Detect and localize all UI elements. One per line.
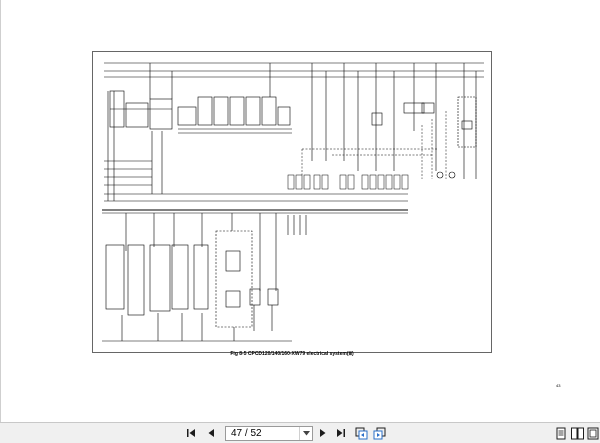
viewer-toolbar: 47 / 52: [0, 422, 600, 443]
chevron-down-icon[interactable]: [299, 427, 312, 440]
previous-page-icon[interactable]: [204, 426, 218, 440]
double-page-view-icon[interactable]: [570, 426, 584, 440]
go-back-icon[interactable]: [354, 426, 368, 440]
page-number-select[interactable]: 47 / 52: [225, 426, 313, 441]
last-page-icon[interactable]: [334, 426, 348, 440]
document-page: Fig 8-5 CPCD120/140/160-XW79 electrical …: [0, 0, 561, 422]
fit-page-icon[interactable]: [586, 426, 600, 440]
page-indicator: 47 / 52: [231, 428, 262, 439]
go-forward-icon[interactable]: [372, 426, 386, 440]
page-number: 43: [556, 383, 561, 388]
next-page-icon[interactable]: [316, 426, 330, 440]
schematic-frame: [92, 51, 492, 353]
electrical-schematic: [92, 51, 492, 353]
figure-caption: Fig 8-5 CPCD120/140/160-XW79 electrical …: [230, 351, 354, 357]
page-edge: [0, 0, 1, 422]
first-page-icon[interactable]: [184, 426, 198, 440]
single-page-view-icon[interactable]: [554, 426, 568, 440]
